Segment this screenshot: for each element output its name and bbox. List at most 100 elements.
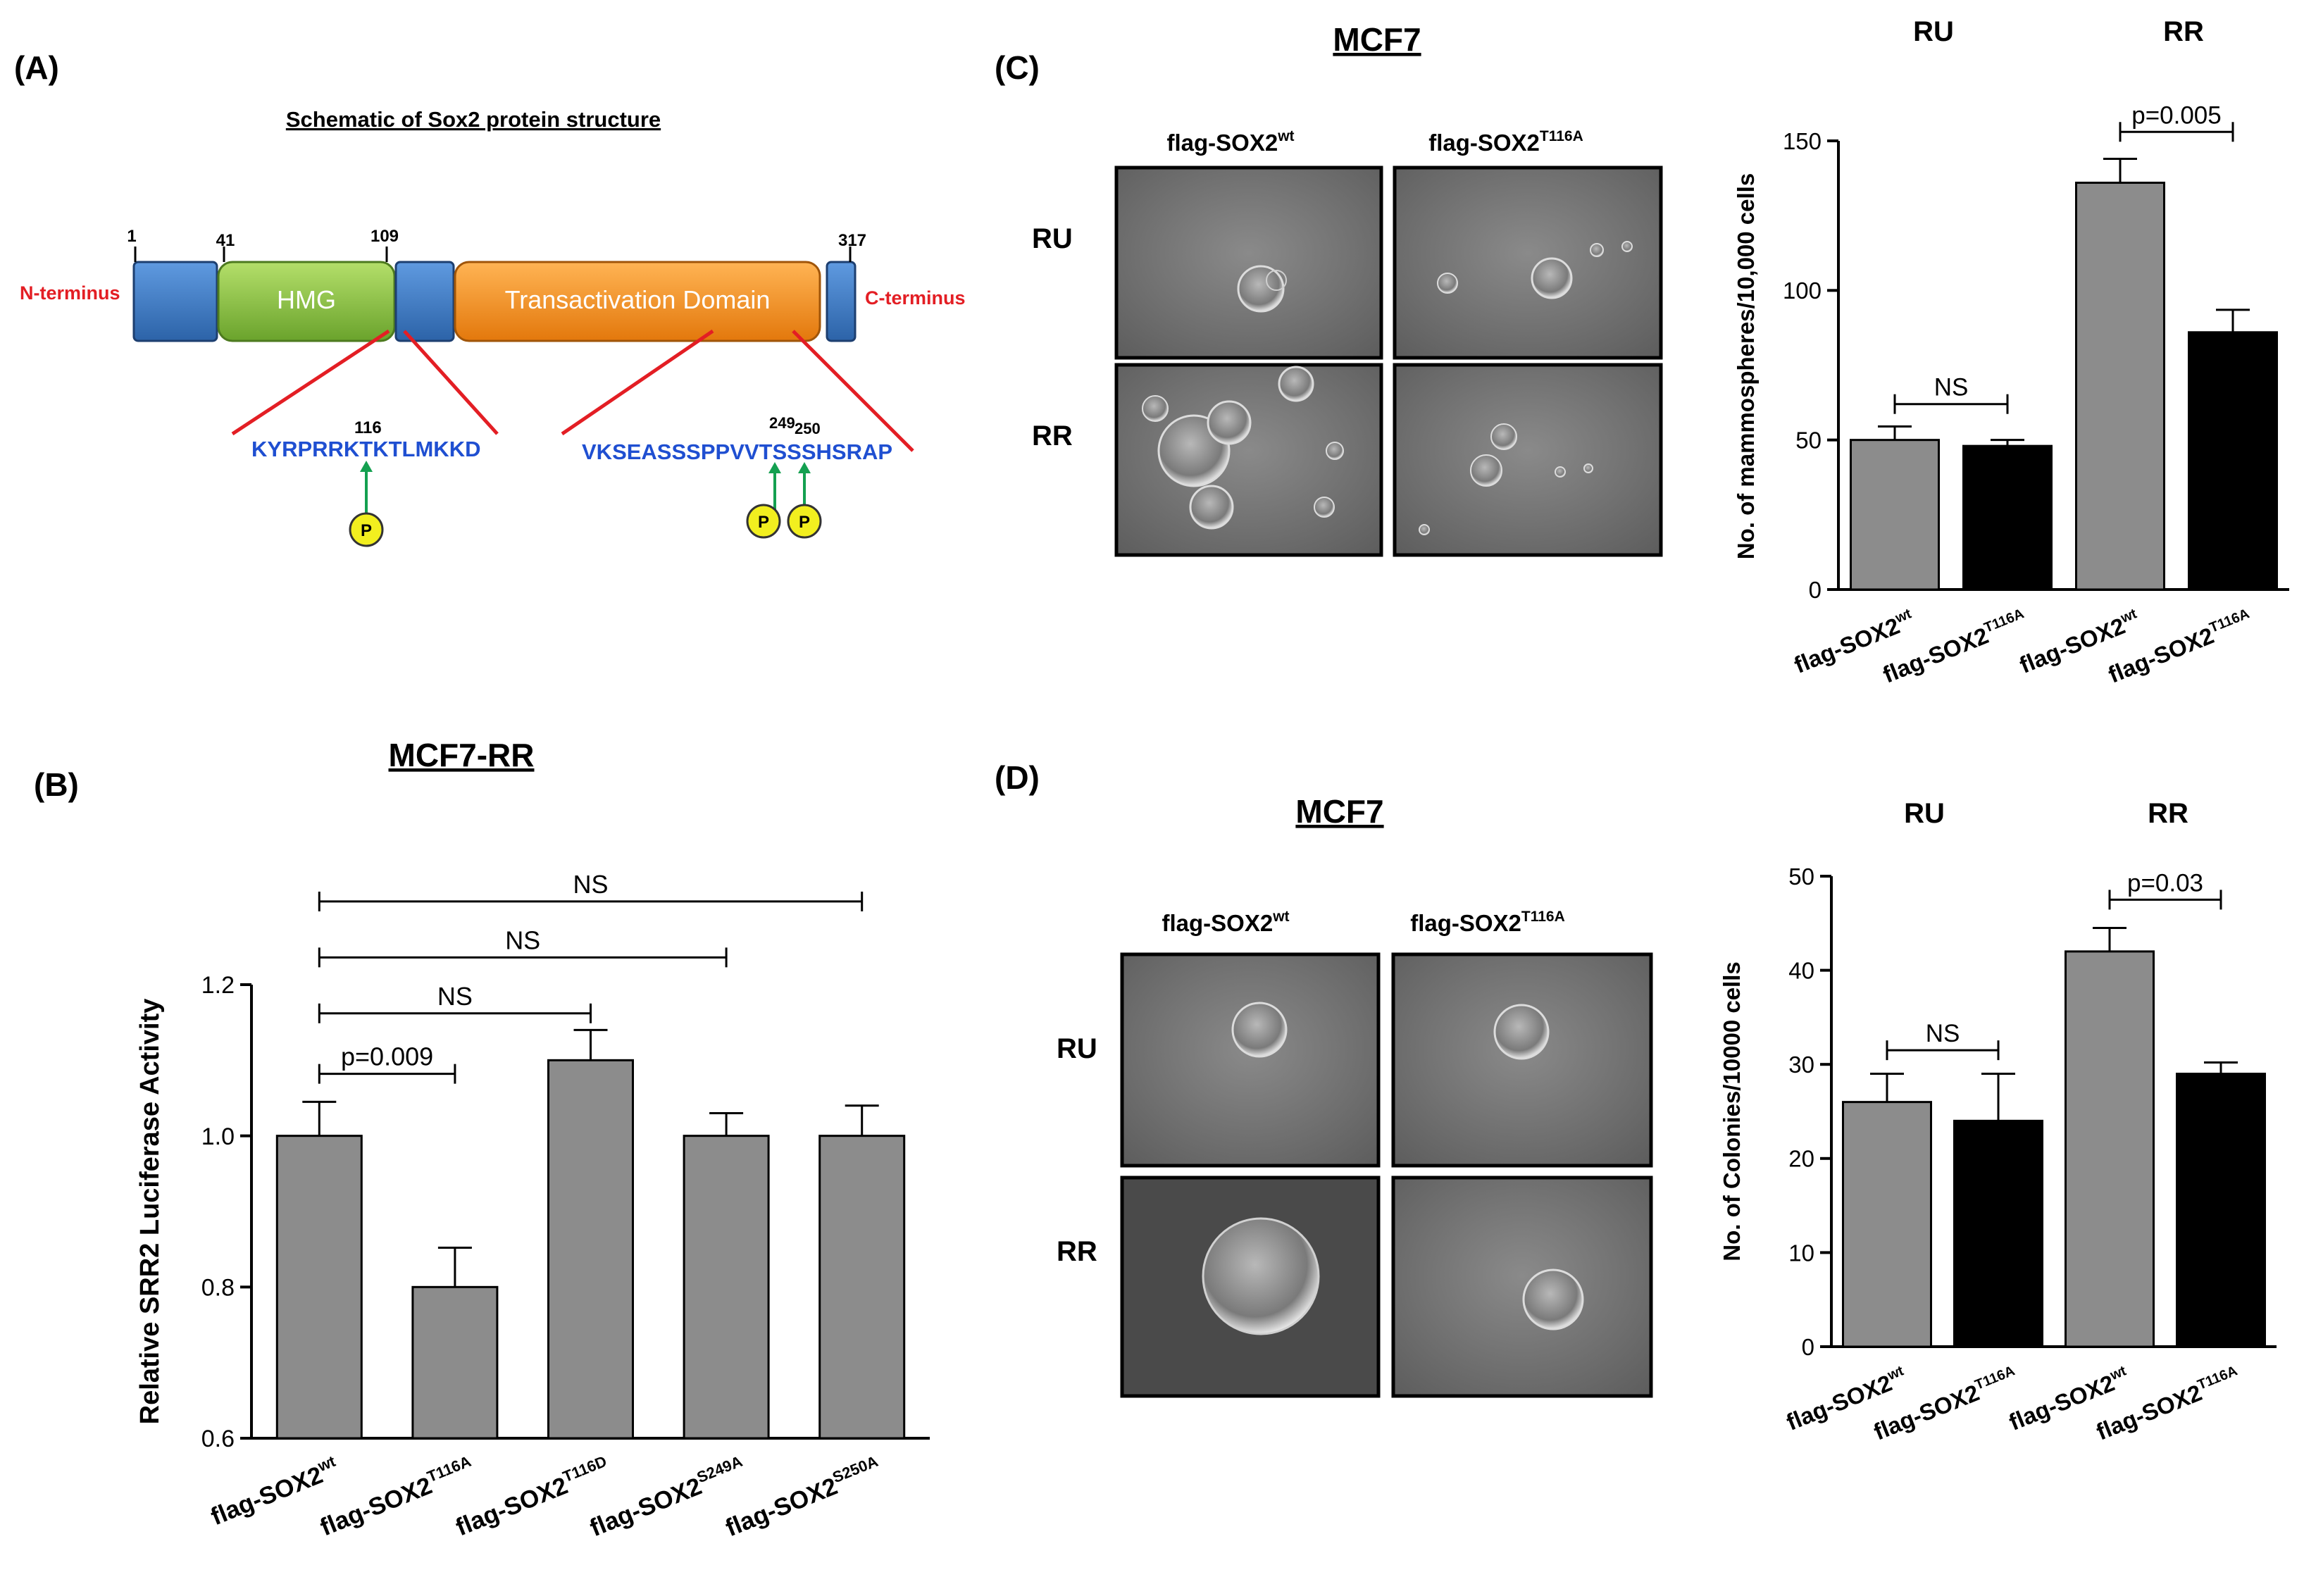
panel-c-label: (C) [995,49,1040,86]
colony-photo [1391,1176,1653,1398]
c-terminus-label: C-terminus [865,287,966,308]
significance-label: NS [505,925,540,954]
hmg-domain [217,261,396,342]
hmg-domain-label: HMG [277,285,336,314]
y-axis-label: No. of Colonies/10000 cells [1719,961,1745,1261]
sequence-hmg: KYRPRRKTKTLMKKD [251,437,480,461]
bar [2176,1073,2266,1348]
y-tick-label: 50 [1795,428,1822,454]
category-label: flag-SOX2S250A [721,1452,885,1542]
y-tick-label: 10 [1788,1240,1814,1266]
zoom-line [561,329,714,436]
phospho-label: P [758,513,769,532]
significance-label: p=0.009 [341,1042,433,1071]
phospho-label: P [361,521,372,540]
category-label: flag-SOX2T116A [316,1452,478,1542]
column-header-wt: flag-SOX2wt [1162,909,1289,936]
bar [2188,331,2278,591]
position-label: 1 [127,227,136,246]
phospho-label: P [799,513,810,532]
colony-photo [1120,1176,1381,1398]
bar [818,1135,906,1440]
column-header-t116a: flag-SOX2T116A [1410,909,1565,936]
y-tick-label: 0 [1802,1334,1814,1360]
panel-a: (A) Schematic of Sox2 protein structure … [14,49,966,547]
colony-photo [1391,952,1653,1168]
row-label-ru: RU [1032,223,1073,254]
blue-domain-3 [826,261,857,342]
group-label-rr: RR [2163,16,2204,47]
bar [1953,1119,2043,1348]
n-terminus-label: N-terminus [20,282,120,304]
site-116-label: 116 [354,418,382,437]
group-label-ru: RU [1913,16,1954,47]
panel-c-title: MCF7 [1333,21,1421,58]
y-tick-label: 1.0 [201,1123,235,1150]
sequence-tad: VKSEASSSPPVVTSSSHSRAP [582,439,892,464]
mammosphere-photo [1114,363,1383,557]
transactivation-domain-label: Transactivation Domain [505,285,771,314]
position-label: 109 [370,227,399,246]
site-249-label: 249 [769,414,795,432]
row-label-ru: RU [1057,1033,1097,1064]
phospho-circle [787,504,822,539]
y-tick-label: 1.2 [201,972,235,999]
category-label: flag-SOX2T116D [451,1452,614,1542]
y-axis-label: No. of mammospheres/10,000 cells [1733,173,1759,559]
panel-d: (D) MCF7 flag-SOX2wt flag-SOX2T116A RU R… [995,759,2277,1445]
panel-b-title: MCF7-RR [389,737,535,773]
bar [2065,950,2155,1348]
panel-a-label: (A) [14,49,59,86]
bar [411,1285,499,1440]
blue-domain-1 [132,261,218,342]
position-label: 317 [838,231,866,250]
y-tick-label: 0.6 [201,1426,235,1452]
significance-label: NS [1926,1020,1960,1047]
y-axis-label: Relative SRR2 Luciferase Activity [135,999,165,1425]
row-label-rr: RR [1057,1236,1097,1267]
colony-photo [1120,952,1381,1168]
bar [275,1135,363,1440]
y-tick-label: 0.8 [201,1275,235,1302]
mammosphere-photo [1393,166,1663,360]
y-tick-label: 50 [1788,864,1814,890]
significance-label: p=0.005 [2131,101,2222,129]
panel-c: (C) MCF7 flag-SOX2wt flag-SOX2T116A RU R… [995,16,2289,688]
significance-label: NS [437,982,473,1011]
group-label-rr: RR [2148,798,2188,829]
panel-d-title: MCF7 [1295,793,1383,830]
significance-label: p=0.03 [2127,869,2203,897]
phospho-circle [349,512,384,547]
mammosphere-photo [1114,166,1383,360]
bar [1962,444,2053,591]
bar [683,1135,770,1440]
site-250-label: 250 [795,420,821,437]
category-label: flag-SOX2S249A [585,1452,750,1542]
bar [1842,1101,1932,1348]
zoom-line [231,329,390,436]
transactivation-domain [454,261,821,342]
bar [547,1059,634,1440]
significance-label: NS [573,870,608,899]
position-label: 41 [216,231,235,250]
y-tick-label: 40 [1788,957,1814,983]
mammosphere-photo [1393,363,1663,557]
panel-a-title: Schematic of Sox2 protein structure [286,107,661,132]
column-header-wt: flag-SOX2wt [1166,128,1294,156]
y-tick-label: 20 [1788,1146,1814,1172]
phospho-circle [746,504,781,539]
y-tick-label: 0 [1809,577,1822,603]
y-tick-label: 150 [1783,128,1822,154]
bar [1850,439,1940,591]
panel-d-label: (D) [995,759,1040,796]
zoom-line [403,330,499,435]
y-tick-label: 100 [1783,278,1822,304]
column-header-t116a: flag-SOX2T116A [1428,128,1583,156]
y-tick-label: 30 [1788,1052,1814,1078]
blue-domain-2 [394,261,455,342]
